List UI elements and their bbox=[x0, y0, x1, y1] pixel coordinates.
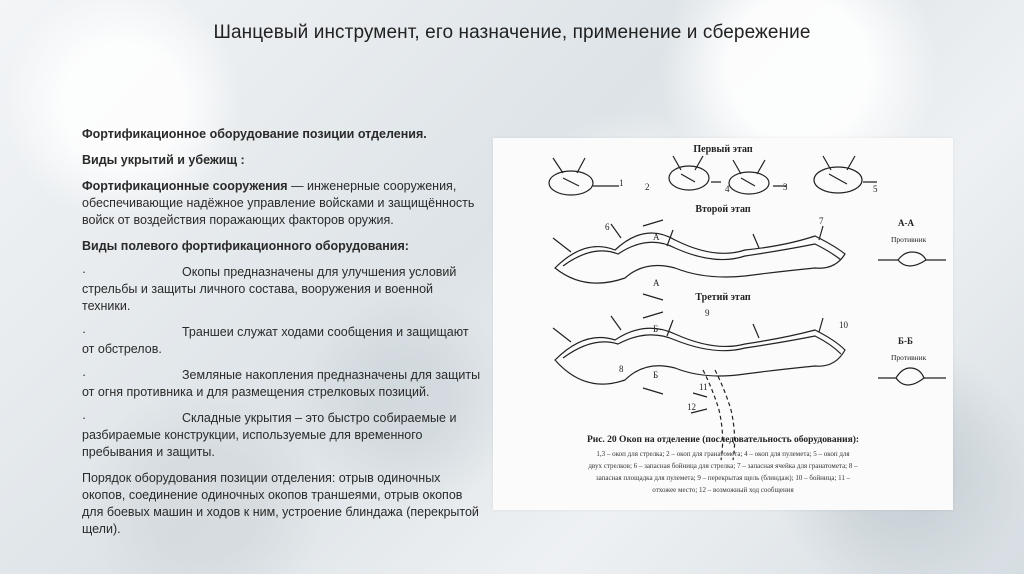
figure-caption-line1: 1,3 – окоп для стрелка; 2 – окоп для гра… bbox=[596, 450, 850, 458]
cut-letter-a-top: А bbox=[653, 232, 660, 242]
callout-5: 5 bbox=[873, 184, 878, 194]
callout-1: 1 bbox=[619, 178, 624, 188]
definition-paragraph: Фортификационные сооружения — инженерные… bbox=[82, 178, 482, 229]
stage1-heading: Первый этап bbox=[693, 144, 752, 155]
stage3-position bbox=[552, 311, 946, 461]
bullet-item: ·Земляные накопления предназначены для з… bbox=[82, 367, 482, 401]
callout-6: 6 bbox=[605, 222, 610, 232]
figure-caption-title: Рис. 20 Окоп на отделение (последователь… bbox=[587, 434, 859, 445]
stage2-heading: Второй этап bbox=[695, 204, 750, 215]
bullet-text: Земляные накопления предназначены для за… bbox=[82, 368, 481, 399]
bullet-mark: · bbox=[82, 368, 87, 382]
cut-letter-a-bottom: А bbox=[653, 278, 660, 288]
section-aa-label: А-А bbox=[898, 218, 914, 228]
enemy-label-a: Противник bbox=[891, 235, 927, 244]
closing-paragraph: Порядок оборудования позиции отделения: … bbox=[82, 471, 479, 536]
bullet-mark: · bbox=[82, 265, 87, 279]
stage2-trench bbox=[552, 219, 946, 301]
callout-10: 10 bbox=[839, 320, 849, 330]
callout-7: 7 bbox=[819, 216, 824, 226]
heading-shelters: Виды укрытий и убежищ : bbox=[82, 153, 245, 167]
trench-diagram-svg: Первый этап Второй этап Третий этап А-А … bbox=[548, 144, 946, 494]
body-text: Фортификационное оборудование позиции от… bbox=[82, 126, 482, 547]
stage1-foxholes bbox=[548, 155, 877, 196]
figure-caption-line4: отхожее место; 12 – возможный ход сообще… bbox=[652, 486, 794, 494]
callout-8: 8 bbox=[619, 364, 624, 374]
definition-term: Фортификационные сооружения bbox=[82, 179, 288, 193]
callout-4: 4 bbox=[725, 184, 730, 194]
bullet-item: ·Траншеи служат ходами сообщения и защищ… bbox=[82, 324, 482, 358]
heading-fortification: Фортификационное оборудование позиции от… bbox=[82, 127, 427, 141]
callout-9: 9 bbox=[705, 308, 710, 318]
bullet-item: ·Окопы предназначены для улучшения услов… bbox=[82, 264, 482, 315]
cut-letter-b-top: Б bbox=[653, 324, 658, 334]
cut-letter-b-bottom: Б bbox=[653, 370, 658, 380]
trench-diagram: Первый этап Второй этап Третий этап А-А … bbox=[493, 138, 953, 510]
bullet-mark: · bbox=[82, 411, 87, 425]
stage3-heading: Третий этап bbox=[695, 292, 750, 303]
callout-12: 12 bbox=[687, 402, 696, 412]
bullet-text: Складные укрытия – это быстро собираемые… bbox=[82, 411, 457, 459]
callout-2: 2 bbox=[645, 182, 650, 192]
heading-field-types: Виды полевого фортификационного оборудов… bbox=[82, 239, 409, 253]
definition-text: — инженерные сооружения, обеспечивающие … bbox=[82, 179, 475, 227]
section-bb-label: Б-Б bbox=[898, 336, 913, 346]
figure-caption-line3: запасная площадка для пулемета; 9 – пере… bbox=[596, 474, 851, 482]
enemy-label-b: Противник bbox=[891, 353, 927, 362]
callout-11: 11 bbox=[699, 382, 708, 392]
figure-caption-line2: двух стрелков; 6 – запасная бойница для … bbox=[588, 462, 858, 470]
slide-title: Шанцевый инструмент, его назначение, при… bbox=[213, 22, 811, 43]
callout-3: 3 bbox=[783, 182, 788, 192]
bullet-text: Траншеи служат ходами сообщения и защища… bbox=[82, 325, 469, 356]
bullet-item: ·Складные укрытия – это быстро собираемы… bbox=[82, 410, 482, 461]
bullet-mark: · bbox=[82, 325, 87, 339]
bullet-text: Окопы предназначены для улучшения услови… bbox=[82, 265, 457, 313]
